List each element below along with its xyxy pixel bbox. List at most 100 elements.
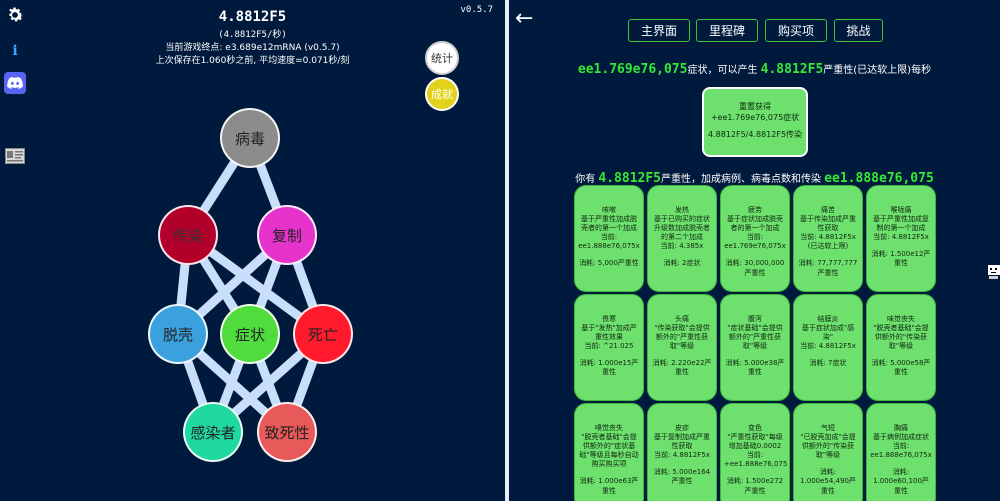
severity-rate: 4.8812F5: [760, 62, 824, 77]
upgrade-desc: 基于病例加成症状: [873, 433, 929, 442]
mascot-icon: [987, 262, 1000, 280]
upgrade-desc: 基于严重性加成复制的第一个加成: [873, 215, 929, 233]
upgrade-cell[interactable]: 气短"已脱壳加成"会提供额外的"传染获取"等级消耗: 1.000e54,490严…: [793, 403, 863, 501]
symptoms-summary: ee1.769e76,075症状，可以产生 4.8812F5严重性(已达软上限)…: [509, 61, 1000, 77]
achievements-button[interactable]: 成就: [425, 77, 459, 111]
node-death[interactable]: 死亡: [293, 304, 353, 364]
upgrade-cost: 消耗: 1.500e272严重性: [726, 477, 784, 495]
upgrade-desc: 基于严重性加成脱壳者的第一个加成: [581, 215, 637, 233]
upgrade-desc: "脱壳者基础"会提供额外的"症状基础"等级且每秒自动购买购买项: [579, 433, 639, 469]
node-shed[interactable]: 脱壳: [148, 304, 208, 364]
panel-divider[interactable]: [505, 0, 509, 501]
upgrade-desc: 基于"发热"加成严重性效果: [581, 324, 637, 342]
upgrade-cell[interactable]: 咳嗽基于严重性加成脱壳者的第一个加成当前: ee1.888e76,075x 消耗:…: [574, 185, 644, 292]
tab-buyables[interactable]: 购买项: [765, 19, 827, 42]
upgrade-cost: 消耗: 1.000e15严重性: [579, 359, 639, 377]
node-replicate[interactable]: 复制: [257, 205, 317, 265]
node-spread[interactable]: 传染: [158, 205, 218, 265]
upgrade-desc: "严重性获取"每级增加基础0.0002: [727, 433, 783, 451]
upgrade-cost: 消耗: 2.220e22严重性: [652, 359, 712, 377]
node-symptom[interactable]: 症状: [220, 304, 280, 364]
upgrade-desc: "传染获取"会提供额外的"严重性获取"等级: [654, 324, 710, 351]
tab-main[interactable]: 主界面: [628, 19, 690, 42]
have-prefix: 你有: [575, 174, 596, 185]
upgrade-desc: 基于症状加成脱壳者的第一个加成: [727, 215, 783, 233]
upgrade-desc: 基于已购买的症状升级数加成脱壳者的第二个加成: [654, 215, 710, 242]
node-infected[interactable]: 感染者: [183, 402, 243, 462]
reset-button[interactable]: 重置获得 +ee1.769e76,075症状 4.8812F5/4.8812F5…: [702, 87, 808, 157]
upgrade-name: 腹泻: [748, 315, 762, 323]
left-panel: i v0.5.7 4.8812F5 (4.8812F5/秒) 当前游戏终点: e…: [4, 4, 493, 488]
upgrade-name: 头痛: [675, 315, 689, 323]
right-panel: ← 主界面 里程碑 购买项 挑战 ee1.769e76,075症状，可以产生 4…: [509, 0, 1000, 501]
id-card-icon[interactable]: [4, 145, 26, 167]
tab-milestones[interactable]: 里程碑: [696, 19, 758, 42]
upgrade-cell[interactable]: 痛苦基于传染加成严重性获取当前: 4.8812F5x (已达软上限)消耗: 77…: [793, 185, 863, 292]
upgrade-cur: 当前: ee1.888e76,075x: [578, 233, 640, 251]
upgrade-cur: 当前: ee1.888e76,075x: [870, 442, 932, 460]
upgrade-name: 疲劳: [748, 206, 762, 214]
upgrade-cur: 当前: 4.385x: [660, 242, 704, 251]
upgrade-cur: 当前: 4.8812F5x: [873, 233, 929, 242]
back-arrow-icon[interactable]: ←: [515, 6, 534, 31]
layer-tree: 病毒 传染 复制 脱壳 症状 死亡 感染者 致死性: [140, 108, 370, 488]
upgrade-name: 咳嗽: [602, 206, 616, 214]
upgrade-name: 结膜炎: [817, 315, 839, 323]
symptoms-amount: ee1.769e76,075: [577, 62, 688, 77]
gear-icon[interactable]: [4, 4, 26, 26]
discord-icon[interactable]: [4, 72, 26, 94]
upgrade-desc: 基于症状加成"感染": [801, 324, 855, 342]
upgrade-cell[interactable]: 皮疹基于复制加成严重性获取当前: 4.8812F5x 消耗: 5.000e164严…: [647, 403, 717, 501]
upgrade-name: 喉咙痛: [890, 206, 912, 214]
node-lethality[interactable]: 致死性: [257, 402, 317, 462]
upgrade-cur: 当前: +ee1.888e76,075: [724, 451, 788, 469]
upgrade-cur: 当前: ee1.769e76,075x: [724, 233, 786, 251]
upgrade-cost: 消耗: 5.000e38严重性: [725, 359, 785, 377]
upgrade-cell[interactable]: 头痛"传染获取"会提供额外的"严重性获取"等级消耗: 2.220e22严重性: [647, 294, 717, 401]
upgrade-name: 嗅觉丧失: [595, 424, 623, 432]
upgrade-cell[interactable]: 疲劳基于症状加成脱壳者的第一个加成当前: ee1.769e76,075x 消耗: …: [720, 185, 790, 292]
upgrade-cost: 消耗: 30,000,000严重性: [725, 259, 785, 277]
upgrade-cost: 消耗: 5.000e164严重性: [653, 468, 711, 486]
upgrade-name: 气短: [821, 424, 835, 432]
upgrade-cell[interactable]: 喉咙痛基于严重性加成复制的第一个加成当前: 4.8812F5x 消耗: 1.500…: [866, 185, 936, 292]
upgrade-cur: 当前: 4.8812F5x: [800, 342, 856, 351]
severity-summary: 你有 4.8812F5严重性，加成病例、病毒点数和传染 ee1.888e76,0…: [509, 170, 1000, 186]
save-info: 上次保存在1.060秒之前, 平均速度=0.071秒/刻: [155, 56, 350, 66]
upgrade-name: 发热: [675, 206, 689, 214]
tab-challenges[interactable]: 挑战: [834, 19, 883, 42]
reset-rate: 4.8812F5/4.8812F5传染: [707, 129, 803, 139]
upgrade-cost: 消耗: 1.000e60,100严重性: [873, 468, 929, 495]
upgrade-cell[interactable]: 味觉丧失"脱壳者基础"会提供额外的"传染获取"等级消耗: 5.000e58严重性: [866, 294, 936, 401]
reset-gain: +ee1.769e76,075症状: [710, 112, 800, 122]
reset-title: 重置获得: [739, 102, 771, 111]
upgrade-cur: 当前: 4.8812F5x (已达软上限): [800, 233, 856, 251]
upgrade-desc: 基于传染加成严重性获取: [800, 215, 856, 233]
upgrade-cell[interactable]: 胸痛基于病例加成症状当前: ee1.888e76,075x 消耗: 1.000e6…: [866, 403, 936, 501]
upgrade-cost: 消耗: 1.000e54,490严重性: [800, 468, 856, 495]
upgrade-desc: 基于复制加成严重性获取: [654, 433, 710, 451]
points-display: 4.8812F5: [218, 9, 287, 25]
upgrade-cur: 当前: 4.8812F5x: [654, 451, 710, 460]
upgrade-cost: 消耗: 1.000e63严重性: [579, 477, 639, 495]
upgrade-desc: "症状基础"会提供额外的"严重性获取"等级: [727, 324, 783, 351]
upgrade-name: 畏寒: [602, 315, 616, 323]
have-mid: 严重性，加成病例、病毒点数和传染: [661, 174, 822, 185]
upgrade-name: 胸痛: [894, 424, 908, 432]
upgrade-cell[interactable]: 腹泻"症状基础"会提供额外的"严重性获取"等级消耗: 5.000e38严重性: [720, 294, 790, 401]
upgrade-cost: 消耗: 77,777,777严重性: [798, 259, 858, 277]
symptoms-suffix: 严重性(已达软上限)每秒: [823, 65, 932, 76]
symptoms-mid: 症状，可以产生: [687, 65, 758, 76]
upgrade-name: 皮疹: [675, 424, 689, 432]
stats-button[interactable]: 统计: [425, 41, 459, 75]
boost-value: ee1.888e76,075: [824, 171, 934, 186]
upgrade-cost: 消耗: 5,000严重性: [579, 259, 639, 268]
upgrade-cost: 消耗: 1.500e12严重性: [871, 250, 931, 268]
upgrade-cell[interactable]: 嗅觉丧失"脱壳者基础"会提供额外的"症状基础"等级且每秒自动购买购买项消耗: 1…: [574, 403, 644, 501]
info-icon[interactable]: i: [12, 43, 18, 59]
node-virus[interactable]: 病毒: [220, 108, 280, 168]
